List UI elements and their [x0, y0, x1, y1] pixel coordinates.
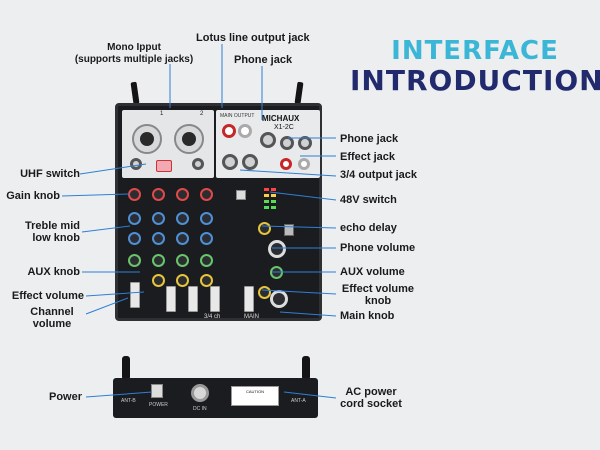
label-echo-delay: echo delay — [340, 222, 397, 234]
caution-sticker: CAUTION — [231, 386, 279, 406]
antenna-rear-right — [302, 356, 310, 380]
rear-dcin-label: DC IN — [193, 406, 207, 412]
label-effect-jack: Effect jack — [340, 151, 396, 163]
label-gain-knob: Gain knob — [6, 190, 60, 202]
label-aux-knob: AUX knob — [27, 266, 80, 278]
main-fader[interactable] — [244, 286, 254, 312]
label-power: Power — [48, 391, 82, 403]
phone-jack-top[interactable] — [260, 132, 276, 148]
channel-fader-1[interactable] — [130, 282, 140, 308]
label-main-knob: Main knob — [340, 310, 395, 322]
xlr-input-2[interactable] — [174, 124, 204, 154]
effect-rca-l[interactable] — [280, 158, 292, 170]
label-channel-volume: Channel volume — [30, 306, 74, 330]
mid-knob-2[interactable] — [152, 232, 165, 245]
rear-ant-a-label: ANT-A — [291, 398, 306, 404]
xlr-input-1[interactable] — [132, 124, 162, 154]
brand-name: MICHAUX — [262, 114, 300, 123]
aux-knob-3[interactable] — [176, 254, 189, 267]
channel-1-number: 1 — [160, 111, 164, 117]
model-name: X1-2C — [274, 124, 294, 131]
label-effect-volume: Effect volume — [11, 290, 84, 302]
dc-in-socket[interactable] — [191, 384, 209, 402]
level-meter — [264, 188, 278, 218]
treble-knob-4[interactable] — [200, 212, 213, 225]
effect-knob-1[interactable] — [152, 274, 165, 287]
output-34-jack-1[interactable] — [222, 154, 238, 170]
treble-knob-3[interactable] — [176, 212, 189, 225]
mid-knob-4[interactable] — [200, 232, 213, 245]
aux-knob-2[interactable] — [152, 254, 165, 267]
switch-48v[interactable] — [236, 190, 246, 200]
treble-knob-1[interactable] — [128, 212, 141, 225]
main-fader-label: MAIN — [244, 314, 259, 320]
label-phone-volume: Phone volume — [340, 242, 416, 254]
rear-power-label: POWER — [149, 402, 168, 408]
gain-knob-1[interactable] — [128, 188, 141, 201]
aux-knob-1[interactable] — [128, 254, 141, 267]
effect-knob-2[interactable] — [176, 274, 189, 287]
label-output-34: 3/4 output jack — [340, 169, 418, 181]
rear-ant-b-label: ANT-B — [121, 398, 136, 404]
mixer-top-view: 1 2 MAIN OUTPUT MICHAUX X1-2C — [115, 103, 322, 321]
output-34-jack-2[interactable] — [242, 154, 258, 170]
echo-delay-knob[interactable] — [258, 222, 271, 235]
output-panel: MAIN OUTPUT MICHAUX X1-2C — [216, 110, 320, 178]
label-48v-switch: 48V switch — [340, 194, 397, 206]
mid-knob-3[interactable] — [176, 232, 189, 245]
aux-volume-knob[interactable] — [270, 266, 283, 279]
mid-knob-1[interactable] — [128, 232, 141, 245]
mono-jack-1[interactable] — [130, 158, 142, 170]
label-lotus-output: Lotus line output jack — [196, 32, 310, 44]
channel-fader-2[interactable] — [166, 286, 176, 312]
title-interface: INTERFACE — [391, 36, 559, 66]
rca-out-l[interactable] — [222, 124, 236, 138]
aux-knob-4[interactable] — [200, 254, 213, 267]
channel-fader-3[interactable] — [188, 286, 198, 312]
treble-knob-2[interactable] — [152, 212, 165, 225]
label-uhf-switch: UHF switch — [20, 168, 80, 180]
antenna-left — [130, 81, 140, 105]
antenna-right — [294, 81, 304, 105]
title-introduction: INTRODUCTION — [350, 64, 600, 97]
phone-volume-knob[interactable] — [268, 240, 286, 258]
gain-knob-4[interactable] — [200, 188, 213, 201]
label-mono-input: Mono Ipput (supports multiple jacks) — [74, 42, 194, 65]
mixer-rear-view: ANT-B POWER DC IN CAUTION ANT-A — [113, 378, 318, 418]
phone-jack-right[interactable] — [280, 136, 294, 150]
channel-fader-4[interactable] — [210, 286, 220, 312]
mono-jack-2[interactable] — [192, 158, 204, 170]
channel-2-number: 2 — [200, 111, 204, 117]
effect-volume-knob[interactable] — [258, 286, 271, 299]
effect-rca-r[interactable] — [298, 158, 310, 170]
effect-jack[interactable] — [298, 136, 312, 150]
main-output-label: MAIN OUTPUT — [220, 113, 255, 119]
main-knob[interactable] — [270, 290, 288, 308]
power-switch[interactable] — [151, 384, 163, 398]
label-effect-volume-knob: Effect volume knob — [341, 283, 415, 307]
usb-port[interactable] — [284, 224, 294, 236]
antenna-rear-left — [122, 356, 130, 380]
ch34-label: 3/4 ch — [204, 314, 221, 320]
effect-knob-3[interactable] — [200, 274, 213, 287]
label-ac-power: AC power cord socket — [340, 386, 402, 410]
input-panel: 1 2 — [122, 110, 214, 178]
rca-out-r[interactable] — [238, 124, 252, 138]
uhf-switch[interactable] — [156, 160, 172, 172]
label-treble: Treble mid low knob — [24, 220, 80, 244]
label-aux-volume: AUX volume — [340, 266, 405, 278]
gain-knob-3[interactable] — [176, 188, 189, 201]
gain-knob-2[interactable] — [152, 188, 165, 201]
label-phone-jack-top: Phone jack — [234, 54, 293, 66]
label-phone-jack-right: Phone jack — [340, 133, 399, 145]
